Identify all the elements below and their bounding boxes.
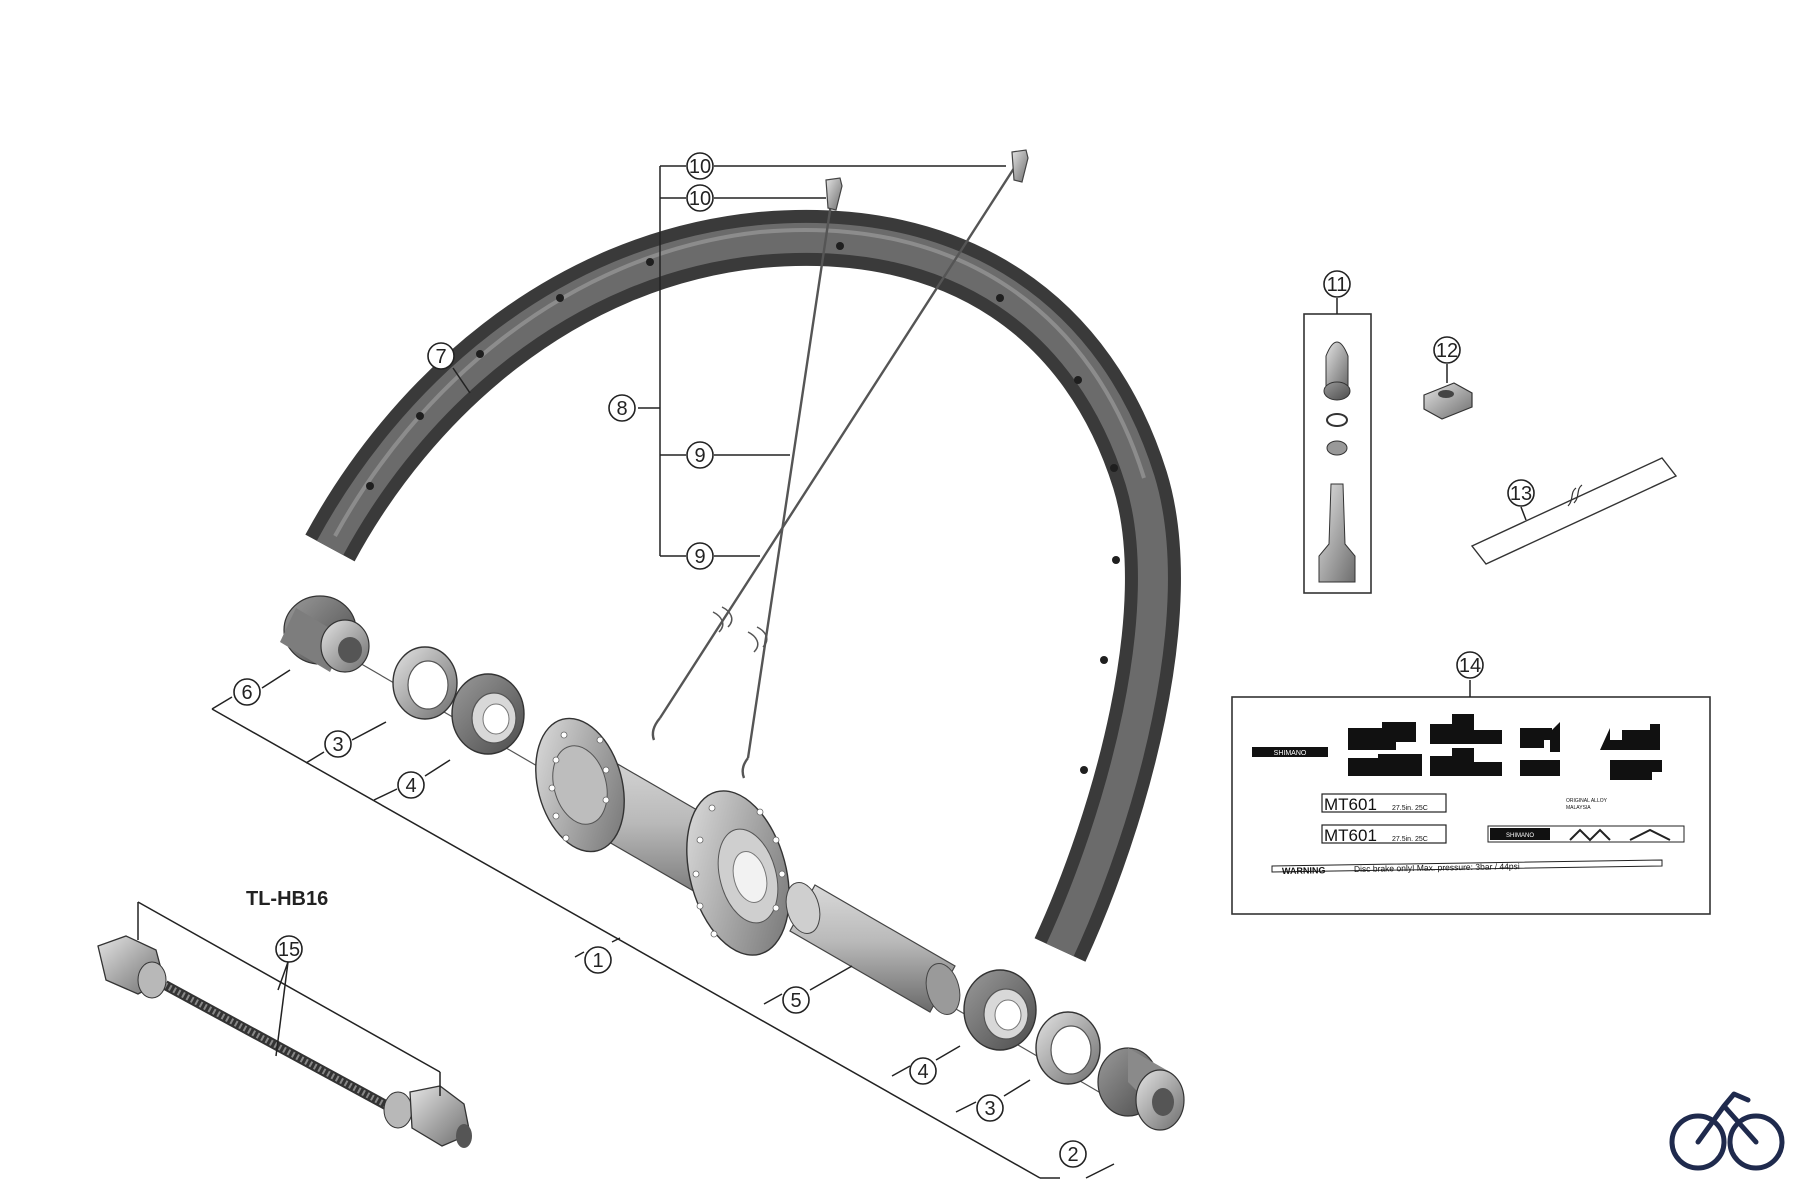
callout-6: 6 (233, 678, 261, 706)
svg-text:7: 7 (435, 346, 446, 368)
svg-text:6: 6 (241, 682, 252, 704)
tool-nut-right (383, 1085, 472, 1148)
callout-2: 2 (1059, 1140, 1087, 1168)
decal-warning-text: Disc brake only! Max. pressure: 3bar / 4… (1354, 861, 1520, 874)
svg-text:10: 10 (689, 156, 711, 178)
tool-tl-hb16 (97, 935, 472, 1148)
svg-text:9: 9 (694, 546, 705, 568)
svg-text:9: 9 (694, 445, 705, 467)
callout-10-upper: 10 (686, 152, 714, 180)
svg-text:3: 3 (984, 1098, 995, 1120)
callout-5: 5 (782, 986, 810, 1014)
svg-text:1: 1 (592, 950, 603, 972)
svg-text:13: 13 (1510, 483, 1532, 505)
rim-tape (1470, 457, 1678, 565)
decal-warning-label: WARNING (1282, 865, 1326, 876)
hub-end-cap-right (1097, 1047, 1185, 1131)
decal-model-2-size: 27.5in. 25C (1392, 836, 1428, 843)
rim-spoke-holes (366, 242, 1120, 774)
axle-sleeve (785, 882, 961, 1015)
callout-9-upper: 9 (686, 441, 714, 469)
callout-14: 14 (1456, 651, 1484, 679)
callout-7: 7 (427, 342, 455, 370)
callout-15: 15 (275, 935, 303, 963)
rim (305, 209, 1181, 962)
decal-model-1-size: 27.5in. 25C (1392, 805, 1428, 812)
decal-model-2: MT601 (1324, 826, 1377, 845)
bearing-left (451, 673, 525, 755)
callout-4-left: 4 (397, 771, 425, 799)
spacer-left (392, 646, 458, 720)
callout-12: 12 (1433, 336, 1461, 364)
bicycle-logo-icon (1669, 1091, 1785, 1171)
decal-graphic (1348, 714, 1662, 780)
svg-text:2: 2 (1067, 1144, 1078, 1166)
svg-text:12: 12 (1436, 340, 1458, 362)
valve-nut (1423, 382, 1473, 420)
spoke-nipple-a (1011, 149, 1029, 183)
leader-lines (137, 165, 1527, 1179)
decal-model-1: MT601 (1324, 795, 1377, 814)
svg-text:15: 15 (278, 939, 300, 961)
spoke-long (651, 161, 1020, 741)
svg-text:4: 4 (405, 775, 416, 797)
callout-10-lower: 10 (686, 184, 714, 212)
decal-brand: SHIMANO (1274, 750, 1307, 757)
svg-text:5: 5 (790, 990, 801, 1012)
spoke-short (741, 196, 834, 779)
decal-brand-strip: SHIMANO (1506, 833, 1534, 839)
callout-11: 11 (1323, 270, 1351, 298)
decal-sheet: SHIMANO MT601 27.5in. 25C MT601 27.5in. … (1231, 696, 1711, 915)
callout-3-right: 3 (976, 1094, 1004, 1122)
decal-origin-1: ORIGINAL ALLOY (1566, 798, 1608, 804)
bearing-right (963, 969, 1037, 1051)
callout-1: 1 (584, 946, 612, 974)
tool-nut-left (97, 935, 167, 999)
spoke-nipple-b (825, 177, 843, 211)
callout-3-left: 3 (324, 730, 352, 758)
callout-13: 13 (1507, 479, 1535, 507)
svg-text:11: 11 (1327, 274, 1348, 296)
tool-label: TL-HB16 (246, 888, 328, 910)
tubeless-valve-set (1303, 313, 1372, 594)
hub-end-cap-left (280, 595, 370, 673)
svg-text:10: 10 (689, 188, 711, 210)
decal-origin-2: MALAYSIA (1566, 805, 1591, 811)
spacer-right (1035, 1011, 1101, 1085)
callout-8: 8 (608, 394, 636, 422)
svg-text:3: 3 (332, 734, 343, 756)
svg-text:8: 8 (616, 398, 627, 420)
svg-text:4: 4 (917, 1061, 928, 1083)
hub-body (535, 717, 790, 956)
callout-4-right: 4 (909, 1057, 937, 1085)
svg-text:14: 14 (1459, 655, 1481, 677)
callout-9-lower: 9 (686, 542, 714, 570)
